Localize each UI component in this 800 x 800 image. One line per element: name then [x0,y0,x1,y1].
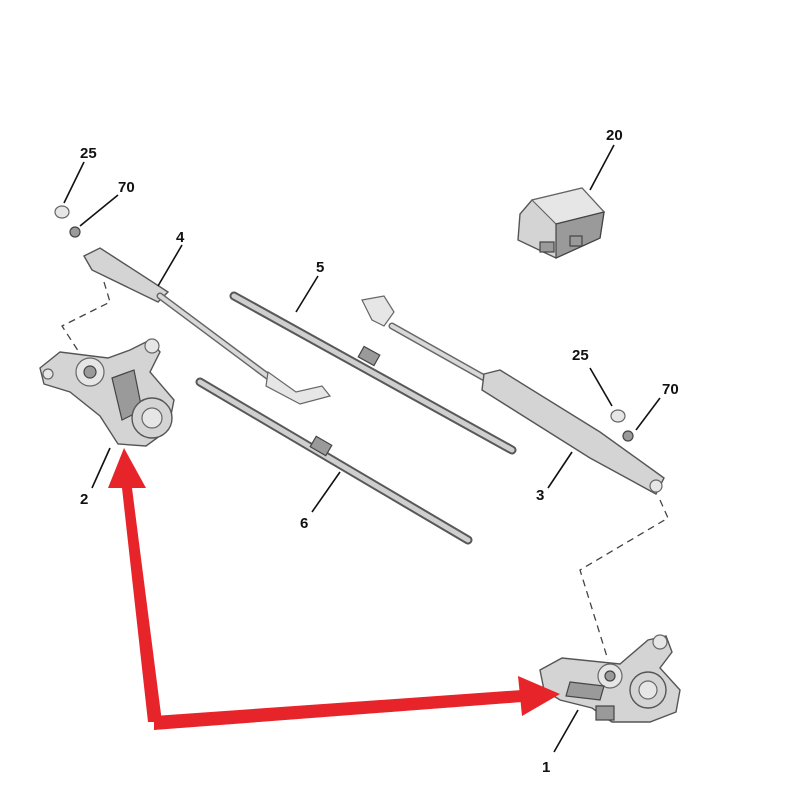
part-4-wiper-arm-left [83,247,332,405]
leader-5 [295,275,319,313]
leader-20 [589,144,615,191]
callout-25-right: 25 [572,347,589,364]
callout-3: 3 [536,487,544,504]
leader-25-left [63,161,85,204]
leader-6 [311,471,341,513]
arrow-head-right [518,676,560,716]
part-5-wiper-blade-right [229,291,517,455]
callout-6: 6 [300,515,308,532]
part-2-linkage-left [39,338,175,447]
callout-25-left: 25 [80,145,97,162]
callout-1: 1 [542,759,550,776]
leader-3 [547,451,573,489]
leader-1 [553,709,579,753]
callout-5: 5 [316,259,324,276]
part-1-linkage-right [539,634,681,723]
leader-4 [157,244,183,287]
arrow-shaft-up [122,488,162,722]
callout-2: 2 [80,491,88,508]
leader-25-right [589,367,613,407]
leader-70-right [635,397,661,431]
part-20-wiper-relay [517,187,606,259]
dashed-connector-right [579,499,669,661]
arrow-head-up [108,448,146,488]
part-70-nut-left [69,226,81,238]
part-25-washer-right [610,409,626,423]
callout-70-left: 70 [118,179,135,196]
part-25-washer-left [54,205,70,219]
leader-2 [91,447,111,489]
arrow-shaft-right [154,690,522,730]
part-6-wiper-blade-left [195,377,473,545]
part-70-nut-right [622,430,634,442]
red-highlight-arrow [108,448,560,730]
callout-70-right: 70 [662,381,679,398]
leader-70-left [79,194,119,227]
part-3-wiper-arm-right [361,295,665,495]
callout-4: 4 [176,229,185,246]
callout-20: 20 [606,127,623,144]
dashed-connector-left [61,281,111,367]
